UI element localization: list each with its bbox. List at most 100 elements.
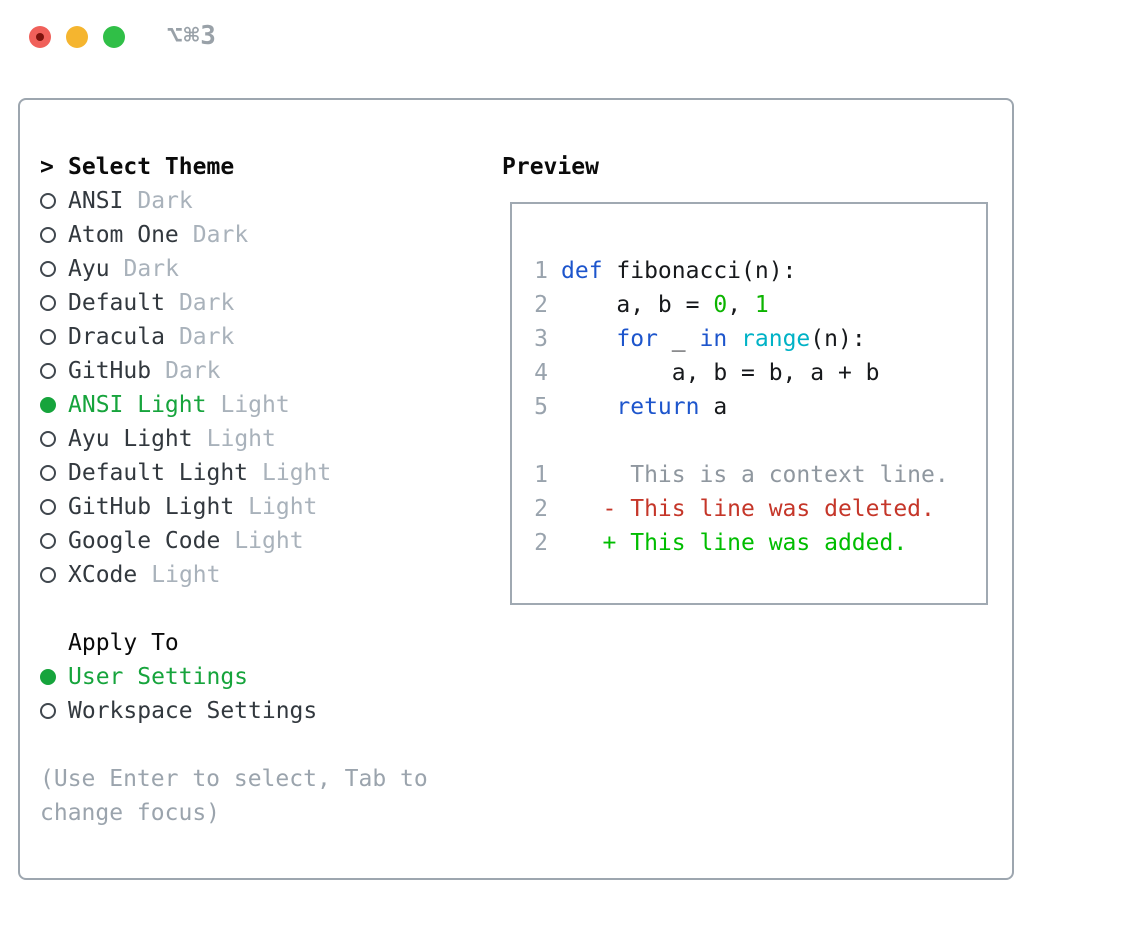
radio-selected-icon	[40, 397, 56, 413]
code-token: a, b =	[561, 292, 714, 318]
theme-option-ayu-light[interactable]: Ayu Light Light	[40, 422, 480, 456]
theme-option-xcode[interactable]: XCode Light	[40, 558, 480, 592]
preview-title: Preview	[502, 154, 599, 180]
code-token: def	[561, 258, 603, 284]
theme-name: ANSI	[68, 188, 124, 214]
line-number: 5	[534, 394, 548, 420]
theme-name: Atom One	[68, 222, 179, 248]
window-title-shortcut: ⌥⌘3	[167, 21, 217, 51]
theme-option-ansi[interactable]: ANSI Dark	[40, 184, 480, 218]
theme-option-github-light[interactable]: GitHub Light Light	[40, 490, 480, 524]
code-token	[561, 326, 616, 352]
theme-variant-tag: Dark	[123, 256, 179, 282]
theme-list-header: > Select Theme	[40, 150, 480, 184]
theme-variant-tag: Light	[262, 460, 332, 486]
radio-icon	[40, 193, 56, 209]
apply-option-workspace-settings[interactable]: Workspace Settings	[40, 694, 480, 728]
theme-variant-tag: Dark	[165, 358, 221, 384]
radio-icon	[40, 703, 56, 719]
theme-name: XCode	[68, 562, 138, 588]
code-token	[561, 394, 616, 420]
radio-icon	[40, 431, 56, 447]
theme-option-default[interactable]: Default Dark	[40, 286, 480, 320]
diff-text: + This line was added.	[561, 530, 908, 556]
theme-name: Default	[68, 290, 165, 316]
minimize-button[interactable]	[66, 26, 88, 48]
code-token: for	[616, 326, 658, 352]
line-number: 2	[534, 292, 548, 318]
radio-icon	[40, 567, 56, 583]
theme-name: Google Code	[68, 528, 221, 554]
code-line: 5 return a	[534, 390, 986, 424]
apply-option-label: User Settings	[68, 664, 249, 690]
theme-list: > Select Theme ANSI Dark Atom One Dark A…	[40, 150, 480, 830]
line-number: 2	[534, 530, 548, 556]
line-number: 1	[534, 462, 548, 488]
radio-icon	[40, 261, 56, 277]
theme-variant-tag: Light	[234, 528, 304, 554]
code-token: return	[616, 394, 700, 420]
close-button[interactable]	[29, 26, 51, 48]
theme-variant-tag: Dark	[178, 324, 235, 350]
code-line: 1 def fibonacci(n):	[534, 254, 986, 288]
code-token: in	[699, 326, 728, 352]
theme-variant-tag: Dark	[192, 222, 249, 248]
theme-name: Default Light	[68, 460, 249, 486]
theme-option-ansi-light[interactable]: ANSI Light Light	[40, 388, 480, 422]
theme-picker-panel: > Select Theme ANSI Dark Atom One Dark A…	[18, 98, 1014, 880]
theme-variant-tag: Light	[220, 392, 290, 418]
diff-text: This is a context line.	[561, 462, 949, 488]
theme-variant-tag: Light	[206, 426, 276, 452]
code-token: (n):	[810, 326, 866, 352]
code-token: fibonacci(n):	[602, 258, 797, 284]
code-token: _	[657, 326, 700, 352]
line-number: 4	[534, 360, 548, 386]
code-line: 2 a, b = 0 , 1	[534, 288, 986, 322]
code-token: 0	[713, 292, 728, 318]
code-token	[727, 326, 741, 352]
code-token: ,	[727, 292, 755, 318]
radio-selected-icon	[40, 669, 56, 685]
theme-name: ANSI Light	[68, 392, 207, 418]
diff-text: - This line was deleted.	[561, 496, 935, 522]
zoom-button[interactable]	[103, 26, 125, 48]
radio-icon	[40, 227, 56, 243]
theme-option-ayu[interactable]: Ayu Dark	[40, 252, 480, 286]
radio-icon	[40, 499, 56, 515]
code-token: 1	[754, 292, 769, 318]
theme-variant-tag: Dark	[178, 290, 235, 316]
help-text: (Use Enter to select, Tab to change focu…	[40, 766, 428, 826]
radio-icon	[40, 295, 56, 311]
theme-option-atom-one[interactable]: Atom One Dark	[40, 218, 480, 252]
diff-added-line: 2 + This line was added.	[534, 526, 986, 560]
apply-option-label: Workspace Settings	[68, 698, 318, 724]
line-number: 2	[534, 496, 548, 522]
theme-option-default-light[interactable]: Default Light Light	[40, 456, 480, 490]
line-number: 3	[534, 326, 548, 352]
line-number: 1	[534, 258, 548, 284]
theme-option-dracula[interactable]: Dracula Dark	[40, 320, 480, 354]
radio-icon	[40, 329, 56, 345]
theme-name: Ayu Light	[68, 426, 193, 452]
theme-option-google-code[interactable]: Google Code Light	[40, 524, 480, 558]
theme-name: GitHub Light	[68, 494, 235, 520]
radio-icon	[40, 465, 56, 481]
code-line: 4 a, b = b, a + b	[534, 356, 986, 390]
apply-to-title: Apply To	[68, 630, 179, 656]
diff-context-line: 1 This is a context line.	[534, 458, 986, 492]
code-token: range	[741, 326, 811, 352]
code-token: a, b = b, a + b	[561, 360, 880, 386]
theme-variant-tag: Light	[248, 494, 318, 520]
theme-variant-tag: Dark	[137, 188, 193, 214]
prompt-icon: >	[40, 154, 54, 180]
preview-box: 1 def fibonacci(n): 2 a, b = 0 , 1 3 for…	[510, 202, 988, 605]
theme-option-github[interactable]: GitHub Dark	[40, 354, 480, 388]
page-title: Select Theme	[68, 154, 235, 180]
blank-line	[534, 424, 986, 458]
theme-variant-tag: Light	[151, 562, 221, 588]
theme-name: GitHub	[68, 358, 152, 384]
apply-option-user-settings[interactable]: User Settings	[40, 660, 480, 694]
diff-deleted-line: 2 - This line was deleted.	[534, 492, 986, 526]
radio-icon	[40, 363, 56, 379]
